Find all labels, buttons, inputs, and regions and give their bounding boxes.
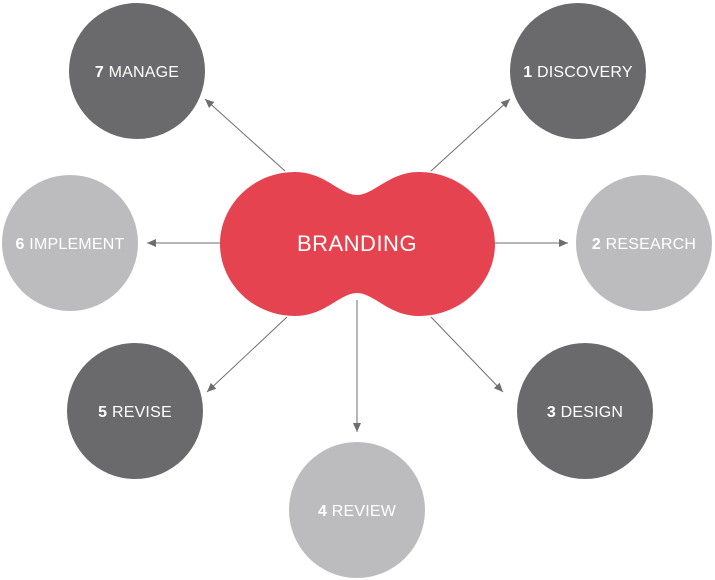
step-node-manage: 7 MANAGE [69,3,205,139]
arrowhead-research [559,239,568,247]
step-number: 1 [523,64,532,81]
step-label-design: 3 DESIGN [547,404,623,421]
step-number: 4 [318,503,327,520]
step-name: RESEARCH [606,236,697,253]
step-label-manage: 7 MANAGE [95,64,179,81]
step-name: DESIGN [561,404,624,421]
step-label-research: 2 RESEARCH [592,236,696,253]
arrowhead-review [353,423,361,432]
step-number: 7 [95,64,104,81]
step-name: REVISE [112,404,172,421]
step-node-research: 2 RESEARCH [576,175,712,311]
step-number: 3 [547,404,556,421]
step-circle-revise [67,343,203,479]
connector-discovery [430,98,511,172]
step-node-review: 4 REVIEW [289,442,425,578]
step-circle-manage [69,3,205,139]
step-number: 5 [98,404,107,421]
connectors [147,98,568,432]
step-nodes: 1 DISCOVERY 2 RESEARCH 3 DESIGN 4 REVIEW 5 R… [2,3,712,578]
center-label: BRANDING [297,231,417,256]
step-circle-design [517,343,653,479]
arrowhead-revise [207,382,217,392]
center-node: BRANDING [220,172,495,316]
step-number: 2 [592,236,601,253]
step-node-discovery: 1 DISCOVERY [510,3,646,139]
step-node-design: 3 DESIGN [517,343,653,479]
arrowhead-discovery [500,99,510,109]
step-circle-discovery [510,3,646,139]
connector-design [430,316,504,393]
step-name: MANAGE [109,64,180,81]
step-circle-review [289,442,425,578]
arrowhead-implement [147,239,156,247]
step-node-implement: 6 IMPLEMENT [2,175,138,311]
connector-manage [204,98,286,172]
step-name: REVIEW [332,503,397,520]
step-label-discovery: 1 DISCOVERY [523,64,633,81]
step-number: 6 [16,236,25,253]
arrowhead-manage [205,99,215,108]
arrowhead-design [493,382,503,392]
step-label-revise: 5 REVISE [98,404,172,421]
step-label-implement: 6 IMPLEMENT [16,236,125,253]
branding-blob [220,172,495,316]
step-label-review: 4 REVIEW [318,503,397,520]
step-circle-implement [2,175,138,311]
step-circle-research [576,175,712,311]
connector-revise [206,316,288,393]
step-name: DISCOVERY [537,64,633,81]
step-node-revise: 5 REVISE [67,343,203,479]
step-name: IMPLEMENT [29,236,124,253]
